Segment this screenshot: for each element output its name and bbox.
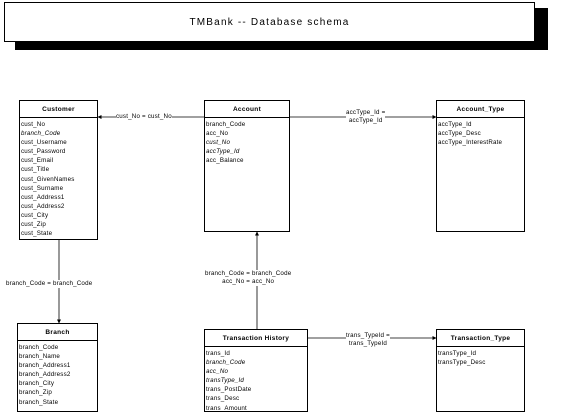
title-banner: TMBank -- Database schema (4, 2, 535, 42)
attribute-cust-username: cust_Username (21, 139, 67, 147)
attribute-branch-code: branch_Code (19, 344, 59, 351)
attribute-trans-amount: trans_Amount (206, 404, 247, 412)
attribute-branch-code: branch_Code (206, 359, 246, 367)
entity-header: Transaction History (205, 330, 307, 347)
attribute-acc-no: acc_No (206, 368, 229, 376)
attribute-cust-city: cust_City (21, 211, 49, 219)
attribute-cust-address2: cust_Address2 (21, 202, 65, 210)
label-transaction-transactiontype: trans_TypeId = trans_TypeId (346, 332, 390, 348)
entity-transaction-type: Transaction_Type transType_Id transType_D… (436, 329, 525, 412)
attribute-trans-postdate: trans_PostDate (206, 386, 252, 394)
attribute-branch-code: branch_Code (206, 121, 246, 128)
attribute-transtype-id: transType_Id (438, 350, 477, 357)
attribute-cust-zip: cust_Zip (21, 221, 46, 229)
attribute-acctype-id: accType_Id (206, 148, 240, 156)
label-transaction-account: branch_Code = branch_Code acc_No = acc_N… (205, 270, 292, 286)
attribute-branch-zip: branch_Zip (19, 389, 52, 397)
attribute-branch-state: branch_State (19, 398, 59, 406)
attribute-cust-givennames: cust_GivenNames (21, 175, 75, 183)
attribute-cust-address1: cust_Address1 (21, 193, 65, 201)
attribute-list: transType_Id transType_Desc (437, 347, 524, 367)
label-account-customer: cust_No = cust_No (116, 113, 172, 121)
label-account-accounttype: accType_Id = accType_Id (346, 109, 386, 125)
attribute-branch-name: branch_Name (19, 353, 61, 361)
attribute-cust-no: cust_No (206, 139, 231, 147)
attribute-transtype-desc: transType_Desc (438, 359, 486, 367)
attribute-cust-email: cust_Email (21, 157, 54, 165)
attribute-branch-code: branch_Code (21, 130, 61, 138)
attribute-branch-city: branch_City (19, 380, 55, 388)
attribute-acc-no: acc_No (206, 130, 229, 138)
attribute-branch-address1: branch_Address1 (19, 362, 71, 370)
attribute-acctype-interestrate: accType_InterestRate (438, 139, 503, 147)
attribute-cust-password: cust_Password (21, 148, 66, 156)
label-customer-branch: branch_Code = branch_Code (6, 280, 93, 288)
attribute-branch-address2: branch_Address2 (19, 371, 71, 379)
attribute-cust-no: cust_No (21, 121, 46, 128)
entity-header: Account_Type (437, 101, 524, 118)
attribute-cust-state: cust_State (21, 230, 53, 238)
diagram-title: TMBank -- Database schema (189, 16, 350, 28)
entity-header: Account (205, 101, 289, 118)
attribute-acctype-desc: accType_Desc (438, 130, 481, 138)
entity-header: Transaction_Type (437, 330, 524, 347)
attribute-cust-surname: cust_Surname (21, 184, 64, 192)
attribute-cust-title: cust_Title (21, 166, 50, 174)
attribute-trans-desc: trans_Desc (206, 395, 240, 403)
attribute-acctype-id: accType_Id (438, 121, 472, 128)
attribute-acc-balance: acc_Balance (206, 157, 244, 165)
entity-header: Customer (20, 101, 97, 118)
attribute-transtype-id: transType_Id (206, 377, 245, 385)
entity-header: Branch (18, 324, 97, 341)
attribute-trans-id: trans_Id (206, 350, 230, 357)
